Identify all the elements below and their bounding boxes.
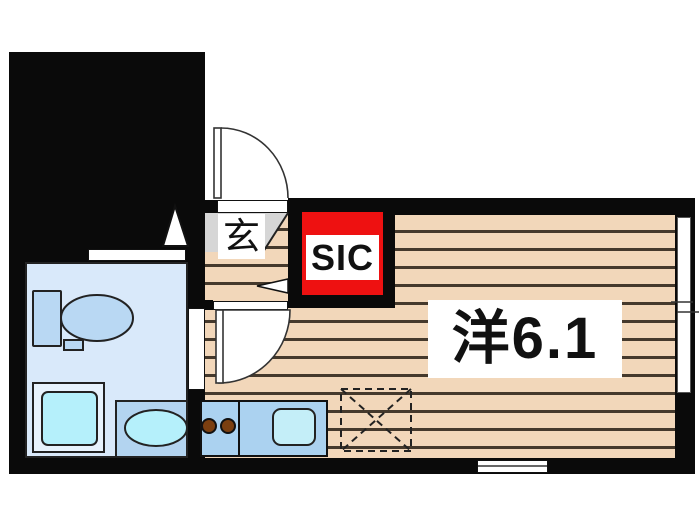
entrance-text: 玄 [223, 216, 260, 257]
washing-machine-pan-inner [41, 391, 98, 446]
kitchen-sink [272, 408, 316, 446]
washing-machine-pan [32, 382, 105, 453]
main-room-label: 洋6.1 [428, 300, 622, 378]
entrance-top-wall [205, 200, 217, 213]
hall-door-threshold [213, 301, 288, 310]
entrance-door-leaf [213, 127, 222, 199]
left-outer-wall [9, 250, 25, 474]
toilet-flush-handle [63, 339, 84, 351]
main-room-text: 洋6.1 [451, 306, 599, 371]
shoe-closet-label: SIC [306, 235, 379, 280]
entrance-bottom-wall [195, 300, 213, 310]
bathroom-door [88, 249, 186, 261]
bottom-wall [9, 458, 695, 474]
top-wall [395, 198, 695, 215]
right-window [677, 217, 691, 393]
toilet-tank [32, 290, 62, 347]
entrance-door-threshold [217, 200, 288, 213]
bottom-vent-window [477, 460, 548, 473]
sic-text: SIC [310, 236, 374, 278]
sink-counter [115, 400, 188, 458]
kitchen-stove-counter [200, 400, 240, 457]
toilet-room-door-opening [188, 308, 205, 390]
entrance-label: 玄 [218, 214, 265, 259]
bathroom-wall-block [9, 52, 205, 262]
entrance-door-arc [220, 127, 289, 199]
